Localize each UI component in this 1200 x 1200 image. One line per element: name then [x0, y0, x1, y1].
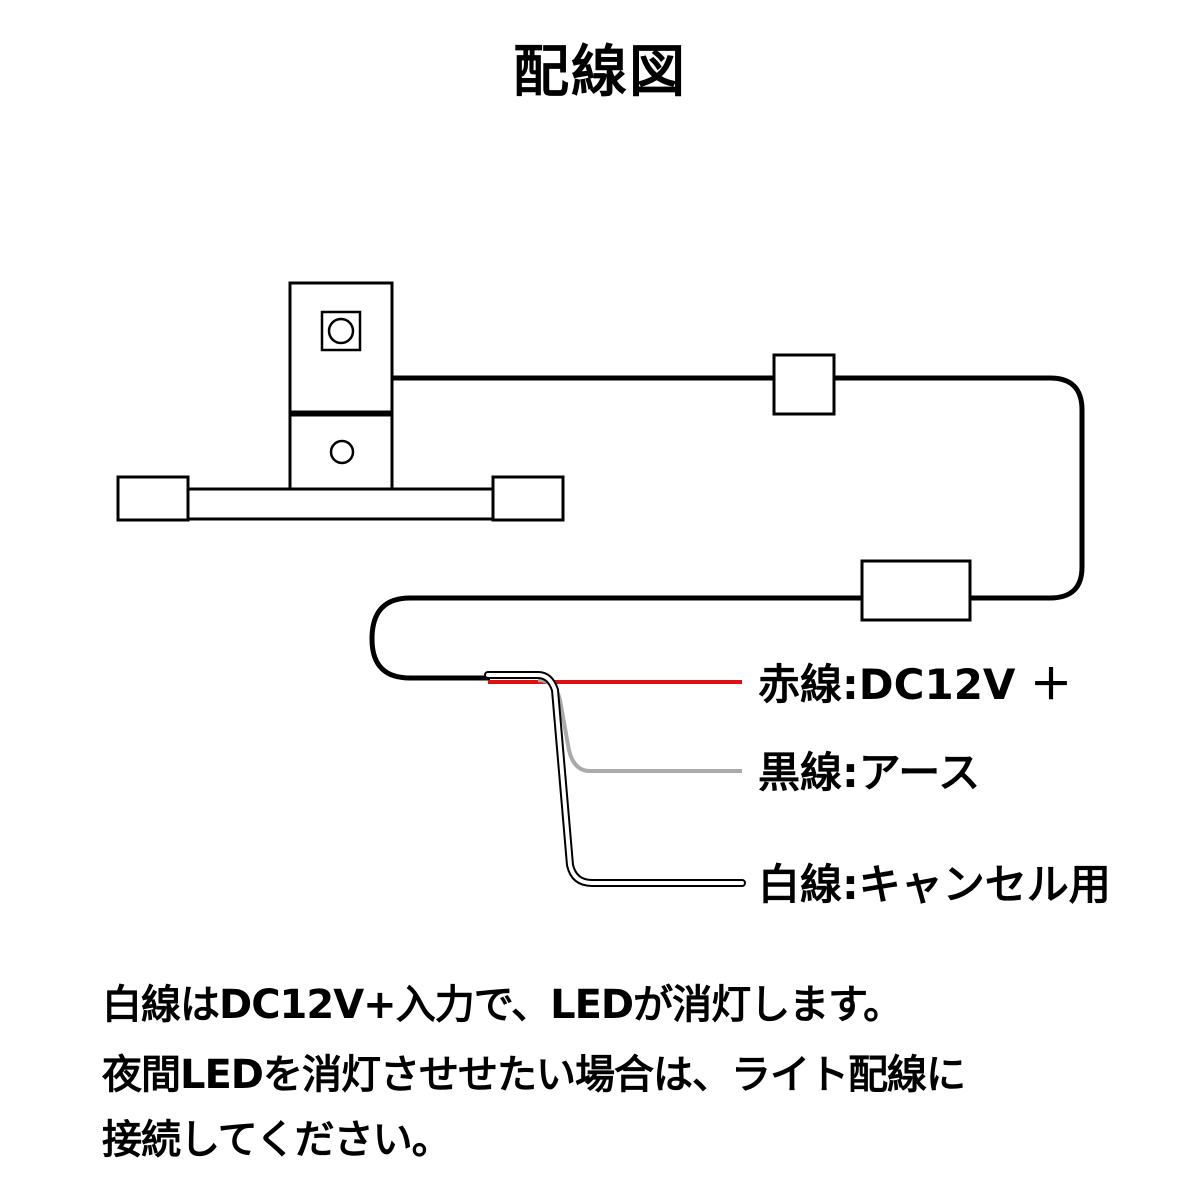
wire-label-white: 白線:キャンセル用: [758, 860, 1111, 909]
page-title: 配線図: [513, 40, 687, 105]
note-line-1: 白線はDC12V+入力で、LEDが消灯します。: [102, 982, 903, 1028]
circle-icon: [327, 317, 355, 345]
connector-1: [772, 353, 836, 416]
black-ground-wire: [537, 678, 742, 773]
circle-icon: [329, 439, 355, 465]
end-cap-right: [491, 475, 565, 522]
wire-label-red: 赤線:DC12V ＋: [758, 660, 1073, 709]
note-line-3: 接続してください。: [102, 1117, 452, 1163]
white-cancel-wire-outline: [484, 671, 746, 887]
main-cable: [369, 375, 1085, 681]
end-cap-left: [116, 475, 190, 522]
connector-2: [860, 559, 972, 622]
wire-label-black: 黒線:アース: [758, 748, 981, 797]
mounting-bar: [186, 487, 495, 521]
white-cancel-wire: [486, 673, 744, 885]
note-line-2: 夜間LEDを消灯させせたい場合は、ライト配線に: [102, 1052, 966, 1098]
led-unit: [116, 281, 565, 522]
